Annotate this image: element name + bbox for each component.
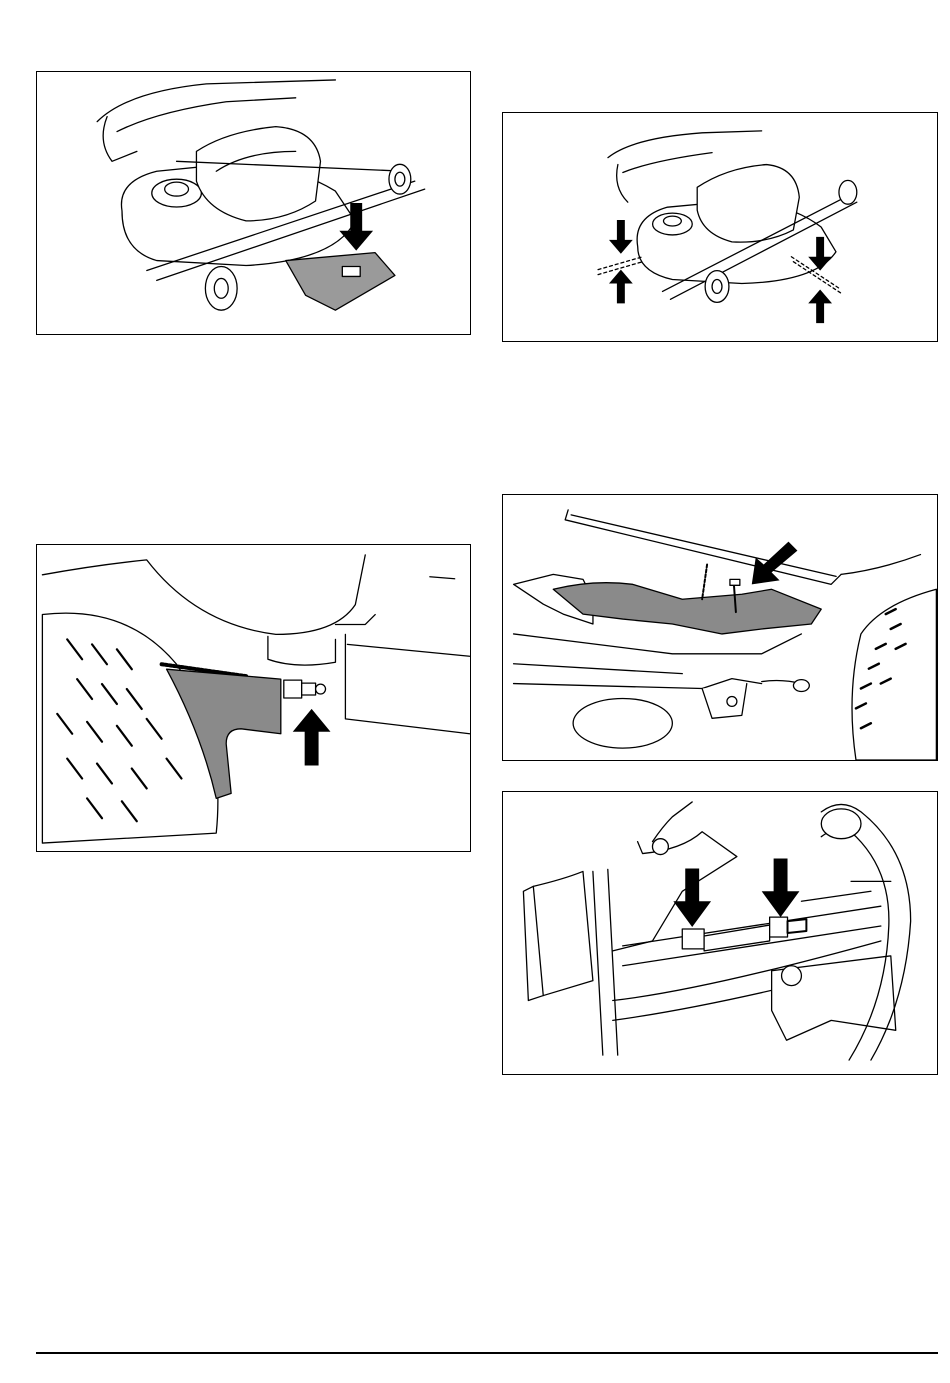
figure-deck-on-block [36, 71, 471, 335]
up-arrow-icon [808, 289, 832, 323]
figure-link-rod-nuts [502, 791, 938, 1075]
figure-deck-height-points [502, 112, 938, 342]
down-arrow-icon [762, 859, 800, 918]
up-arrow-icon [293, 709, 331, 766]
figure-deck-suspension [502, 494, 938, 761]
up-arrow-icon [609, 270, 633, 304]
link-rod-illustration [503, 792, 937, 1074]
footer-rule [36, 1352, 938, 1354]
deck-height-illustration [503, 113, 937, 341]
deck-on-block-illustration [37, 72, 470, 334]
figure-wheel-bracket [36, 544, 471, 852]
wheel-bracket-illustration [37, 545, 470, 851]
down-arrow-icon [609, 220, 633, 254]
deck-suspension-illustration [503, 495, 937, 760]
diagonal-arrow-icon [752, 542, 798, 585]
